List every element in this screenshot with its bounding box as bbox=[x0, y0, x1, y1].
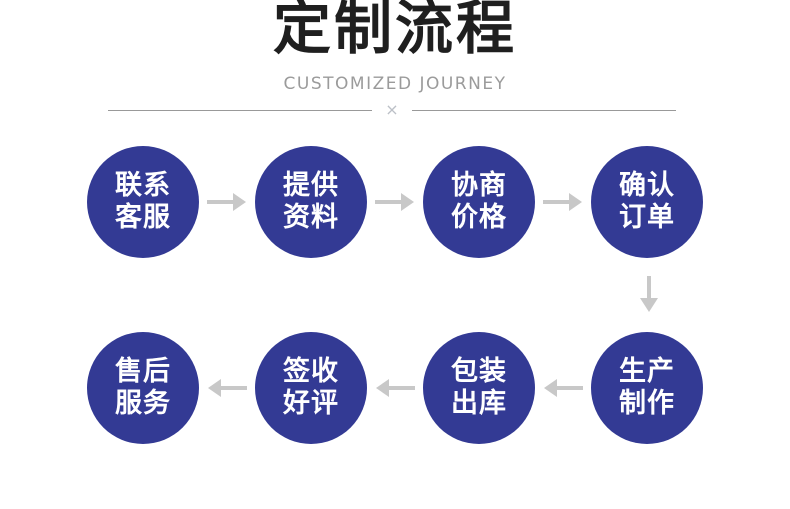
arrow-right-icon bbox=[543, 192, 583, 212]
divider-line-right bbox=[411, 109, 676, 111]
step-label-line2: 出库 bbox=[451, 388, 507, 419]
step-label-line2: 订单 bbox=[619, 202, 675, 233]
step-label-line1: 联系 bbox=[115, 170, 171, 202]
arrow-left-icon bbox=[207, 378, 247, 398]
step-label-line1: 协商 bbox=[451, 170, 507, 202]
step-label-line2: 价格 bbox=[451, 202, 507, 233]
step-sign-review: 签收 好评 bbox=[255, 332, 367, 444]
step-label-line2: 资料 bbox=[283, 202, 339, 233]
arrow-right-icon bbox=[375, 192, 415, 212]
divider-line-left bbox=[108, 109, 373, 111]
step-confirm-order: 确认 订单 bbox=[591, 146, 703, 258]
flow-row-bottom: 售后 服务 签收 好评 包装 出库 生产 制作 bbox=[87, 332, 703, 444]
arrow-left-icon bbox=[375, 378, 415, 398]
step-label-line2: 服务 bbox=[115, 388, 171, 419]
step-negotiate-price: 协商 价格 bbox=[423, 146, 535, 258]
step-label-line1: 确认 bbox=[619, 170, 675, 202]
step-label-line1: 售后 bbox=[115, 356, 171, 388]
step-packaging-shipment: 包装 出库 bbox=[423, 332, 535, 444]
arrow-right-icon bbox=[207, 192, 247, 212]
step-label-line2: 好评 bbox=[283, 388, 339, 419]
page-subtitle: CUSTOMIZED JOURNEY bbox=[283, 74, 507, 94]
flow-row-top: 联系 客服 提供 资料 协商 价格 确认 订单 bbox=[87, 146, 703, 258]
step-production: 生产 制作 bbox=[591, 332, 703, 444]
step-after-sales-service: 售后 服务 bbox=[87, 332, 199, 444]
step-label-line1: 生产 bbox=[619, 356, 675, 388]
step-label-line1: 包装 bbox=[451, 356, 507, 388]
page-title: 定制流程 bbox=[272, 0, 517, 62]
divider-x-icon: × bbox=[385, 100, 399, 119]
step-provide-materials: 提供 资料 bbox=[255, 146, 367, 258]
step-label-line1: 提供 bbox=[283, 170, 339, 202]
step-label-line1: 签收 bbox=[283, 356, 339, 388]
step-label-line2: 客服 bbox=[115, 202, 171, 233]
title-divider: × bbox=[108, 102, 676, 118]
step-contact-service: 联系 客服 bbox=[87, 146, 199, 258]
arrow-down-icon bbox=[639, 276, 659, 312]
step-label-line2: 制作 bbox=[619, 388, 675, 419]
arrow-left-icon bbox=[543, 378, 583, 398]
